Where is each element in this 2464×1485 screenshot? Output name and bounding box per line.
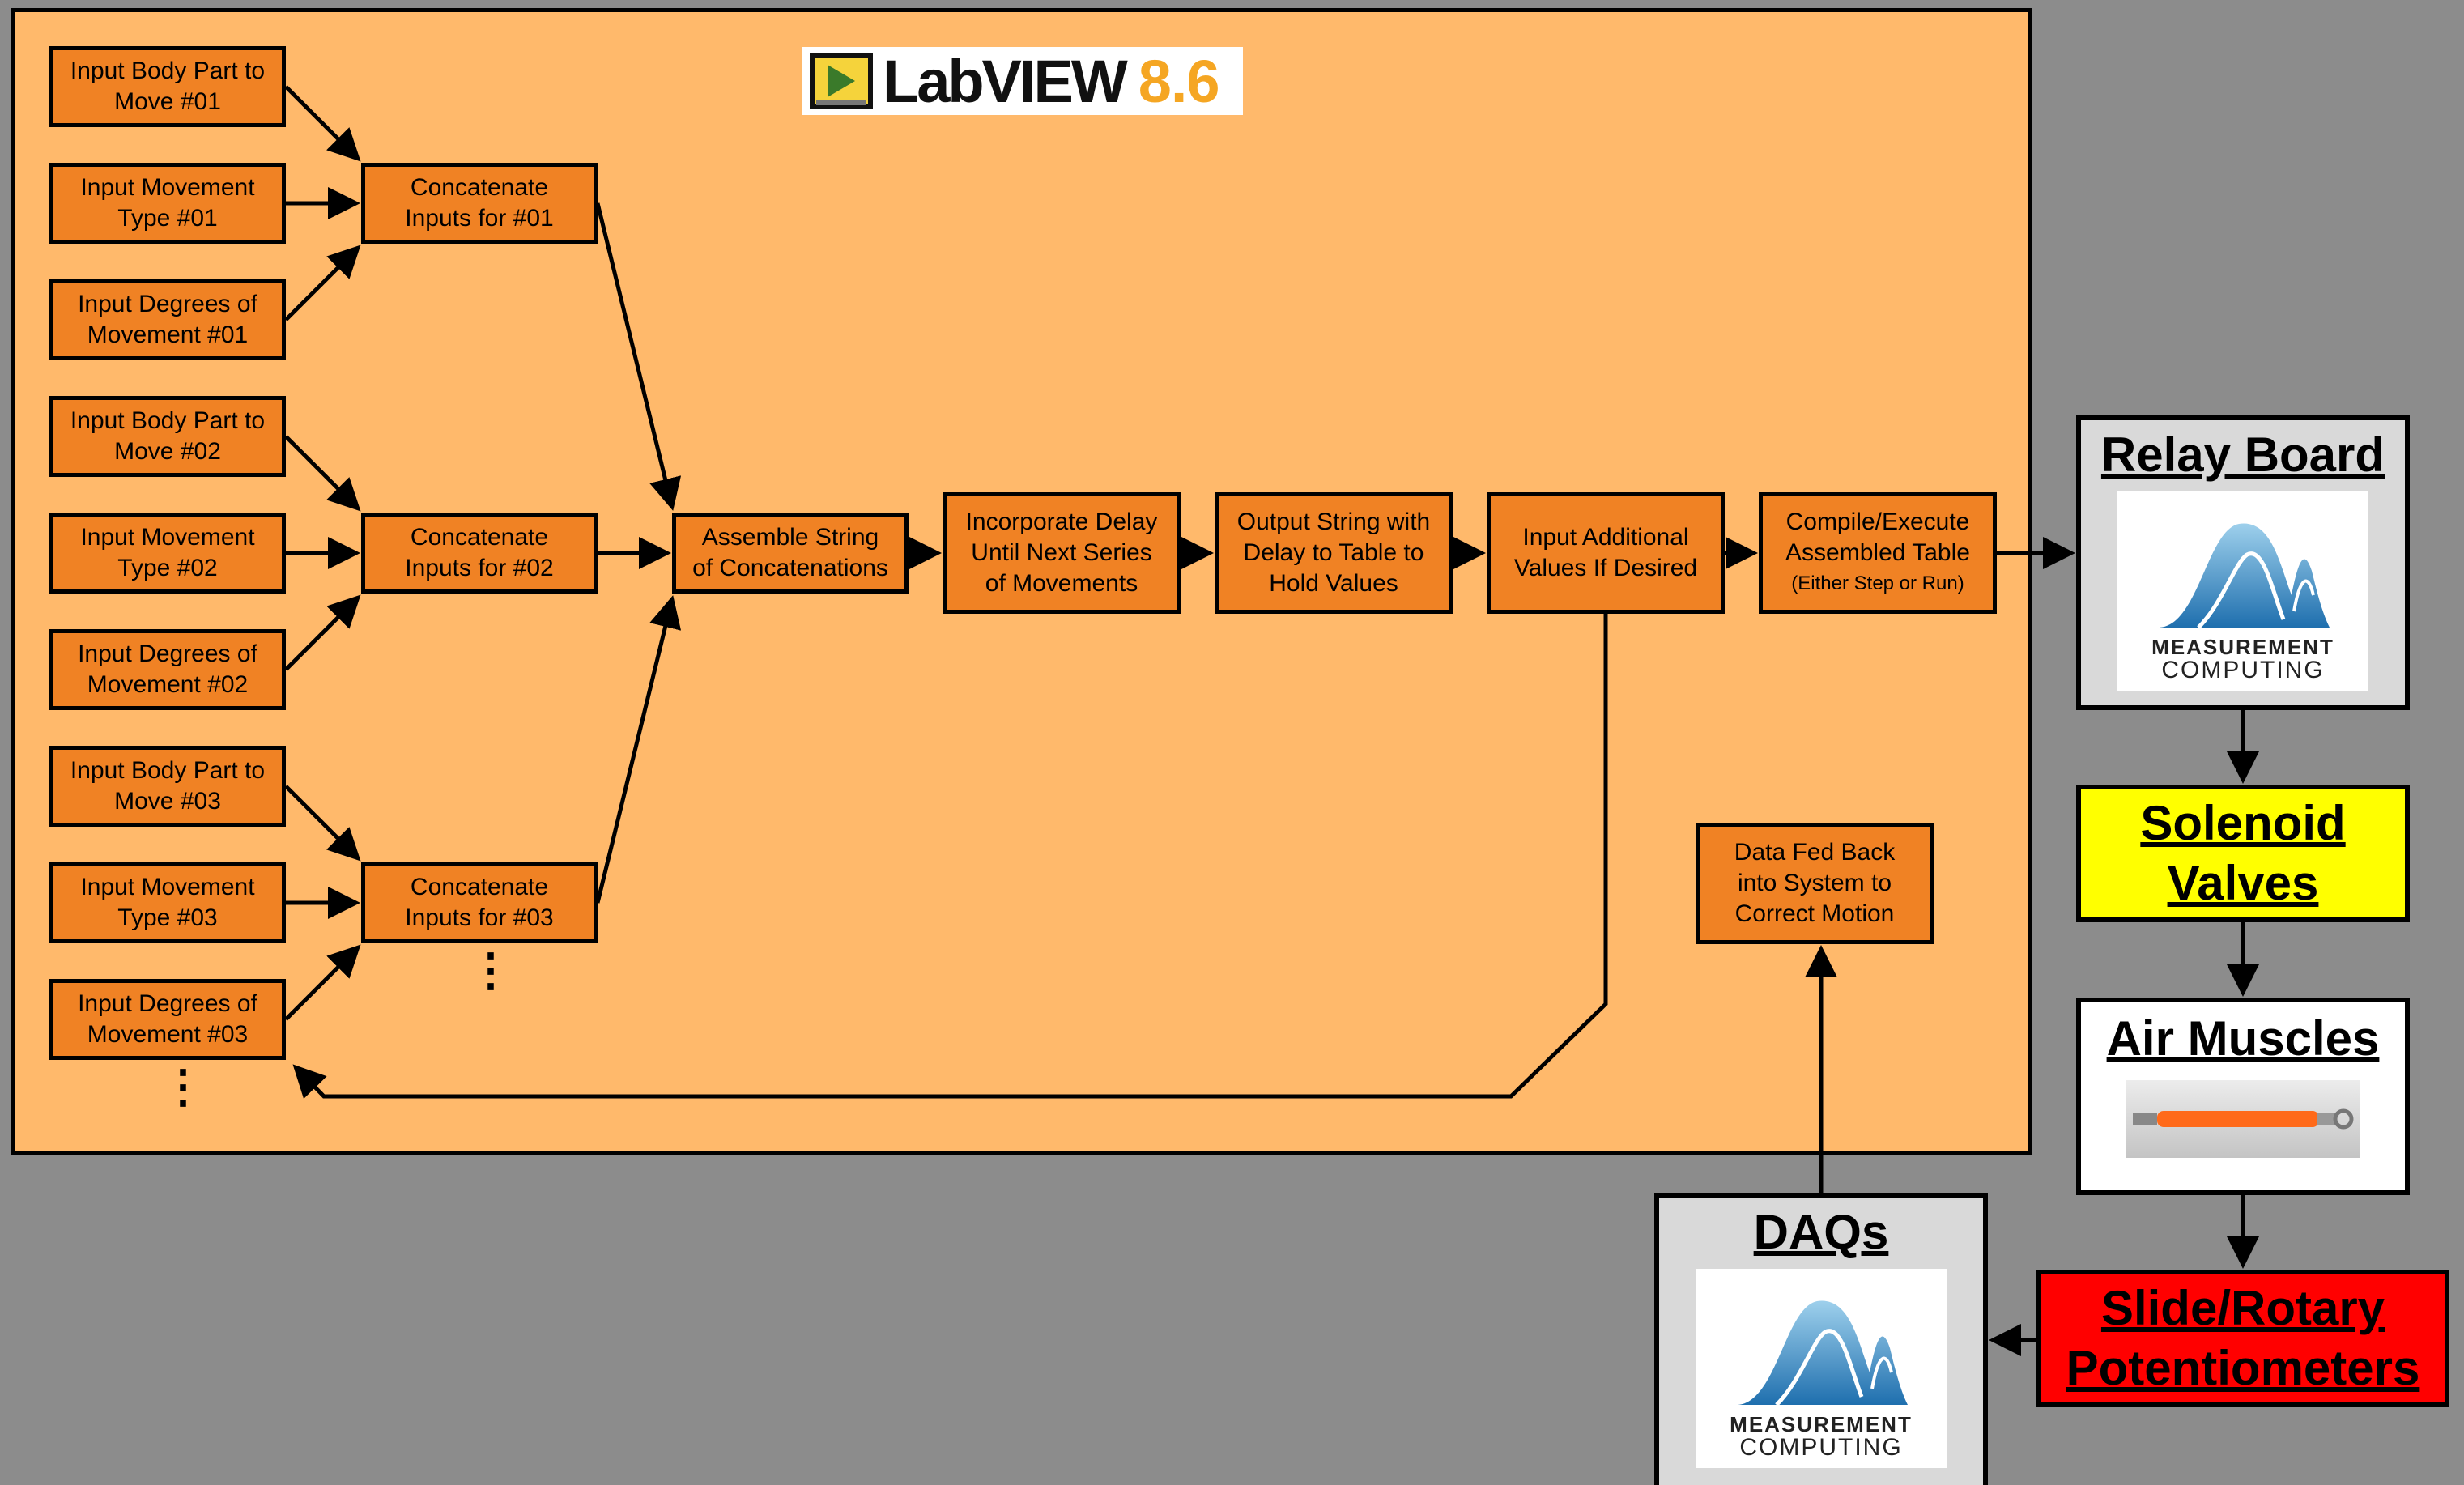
assemble-string-box: Assemble String of Concatenations [672, 513, 909, 594]
labview-wordmark: LabVIEW [883, 47, 1128, 115]
relay-board-block: Relay Board MEASUREMENT COMPUTING [2076, 415, 2410, 710]
data-fed-back-box: Data Fed Back into System to Correct Mot… [1696, 823, 1934, 944]
relay-board-title: Relay Board [2100, 428, 2385, 482]
labview-version: 8.6 [1138, 47, 1220, 115]
output-string-box: Output String with Delay to Table to Hol… [1215, 492, 1453, 614]
incorporate-delay-box: Incorporate Delay Until Next Series of M… [943, 492, 1181, 614]
more-concatenations-ellipsis: ⋮ [468, 944, 513, 995]
input-degrees-box-02: Input Degrees of Movement #02 [49, 629, 286, 710]
potentiometers-title: Slide/Rotary Potentiometers [2066, 1281, 2420, 1395]
labview-logo: LabVIEW 8.6 [802, 47, 1243, 115]
input-movement-type-box-01: Input Movement Type #01 [49, 163, 286, 244]
mc-logo-line2: COMPUTING [2161, 657, 2325, 683]
daqs-title: DAQs [1753, 1205, 1889, 1259]
solenoid-valves-title: Solenoid Valves [2140, 796, 2346, 910]
mc-logo-line1: MEASUREMENT [1730, 1412, 1913, 1436]
compile-execute-label: Compile/Execute Assembled Table [1785, 508, 1970, 566]
mc-logo-line2: COMPUTING [1739, 1434, 1903, 1461]
concatenate-box-01: Concatenate Inputs for #01 [361, 163, 598, 244]
input-degrees-box-03: Input Degrees of Movement #03 [49, 979, 286, 1060]
measurement-computing-logo: MEASUREMENT COMPUTING [2117, 491, 2368, 691]
mc-logo-line1: MEASUREMENT [2151, 635, 2334, 659]
input-body-part-box-01: Input Body Part to Move #01 [49, 46, 286, 127]
air-muscle-icon [2133, 1108, 2354, 1130]
measurement-computing-wave-icon [2158, 523, 2330, 629]
potentiometers-block: Slide/Rotary Potentiometers [2036, 1270, 2449, 1407]
input-body-part-box-02: Input Body Part to Move #02 [49, 396, 286, 477]
daqs-block: DAQs MEASUREMENT COMPUTING [1654, 1193, 1988, 1485]
air-muscles-block: Air Muscles [2076, 998, 2410, 1195]
air-muscle-image [2126, 1080, 2360, 1158]
labview-icon [810, 53, 873, 109]
solenoid-valves-block: Solenoid Valves [2076, 785, 2410, 922]
more-inputs-ellipsis: ⋮ [160, 1061, 206, 1112]
input-body-part-box-03: Input Body Part to Move #03 [49, 746, 286, 827]
measurement-computing-logo: MEASUREMENT COMPUTING [1696, 1269, 1947, 1468]
compile-execute-note: (Either Step or Run) [1791, 572, 1964, 594]
concatenate-box-03: Concatenate Inputs for #03 [361, 862, 598, 943]
input-movement-type-box-02: Input Movement Type #02 [49, 513, 286, 594]
input-movement-type-box-03: Input Movement Type #03 [49, 862, 286, 943]
input-degrees-box-01: Input Degrees of Movement #01 [49, 279, 286, 360]
measurement-computing-wave-icon [1736, 1300, 1908, 1406]
air-muscles-title: Air Muscles [2106, 1011, 2380, 1066]
compile-execute-box: Compile/Execute Assembled Table (Either … [1759, 492, 1997, 614]
concatenate-box-02: Concatenate Inputs for #02 [361, 513, 598, 594]
input-additional-values-box: Input Additional Values If Desired [1487, 492, 1725, 614]
